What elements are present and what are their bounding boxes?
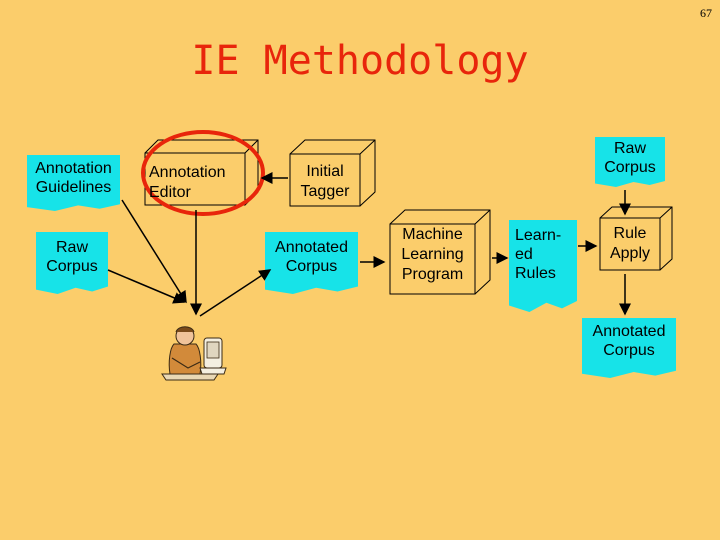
ml-program-box xyxy=(389,209,491,295)
initial-tagger-box xyxy=(289,139,376,207)
learned-rules-doc: Learn- ed Rules xyxy=(509,220,577,312)
arrow-person-to-annotated xyxy=(199,269,272,317)
slide-title: IE Methodology xyxy=(191,38,529,84)
annotation-guidelines-doc: Annotation Guidelines xyxy=(27,155,120,211)
ml-program-label: Machine Learning Program xyxy=(401,226,464,283)
raw-corpus-doc-right: Raw Corpus xyxy=(595,137,665,187)
annotation-editor-label: Annotation Editor xyxy=(149,164,226,201)
page-number: 67 xyxy=(700,6,712,20)
arrow-guidelines-to-person xyxy=(121,199,187,304)
arrow-corpus-to-person xyxy=(107,269,186,304)
annotated-corpus-doc-mid: Annotated Corpus xyxy=(265,232,358,294)
annotated-corpus-doc-right: Annotated Corpus xyxy=(582,318,676,378)
rule-apply-label: Rule Apply xyxy=(609,225,651,262)
raw-corpus-doc-left: Raw Corpus xyxy=(36,232,108,294)
rule-apply-box xyxy=(599,206,673,271)
initial-tagger-label: Initial Tagger xyxy=(300,163,350,200)
person-at-desk-icon xyxy=(161,326,227,381)
